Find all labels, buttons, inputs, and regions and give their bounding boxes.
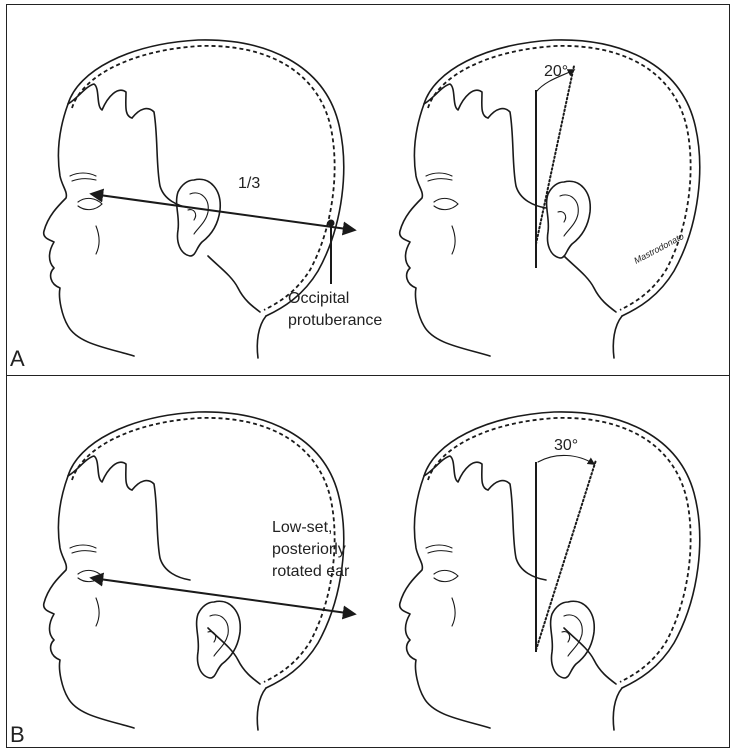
panel-b-right-head [400, 412, 700, 730]
panel-b-right-ear [551, 601, 595, 678]
landmark-label-line2: protuberance [288, 312, 382, 329]
panel-b-angle-label: 30° [554, 437, 578, 454]
ear-label-line1: Low-set, [272, 519, 332, 536]
panel-a-reference-line [92, 194, 354, 230]
panel-a-ear-axis [536, 66, 574, 244]
panel-a-right-ear [547, 181, 591, 258]
panel-a-letter: A [10, 346, 25, 371]
panel-a-left-ear [177, 179, 221, 256]
panel-b-left-ear [197, 601, 241, 678]
panel-b-ear-axis [536, 460, 596, 650]
panel-a-left-head [44, 40, 344, 358]
panel-b-angle-arc [538, 455, 594, 464]
landmark-label-line1: Occipital [288, 290, 349, 307]
ratio-label: 1/3 [238, 175, 260, 192]
panel-a-right-head [400, 40, 700, 358]
panel-b-letter: B [10, 722, 25, 747]
ear-label-line3: rotated ear [272, 563, 350, 580]
ear-label-line2: posteriorly [272, 541, 346, 558]
artist-signature: Mastrodonato [632, 231, 685, 266]
panel-a-angle-label: 20° [544, 63, 568, 80]
panel-b-reference-line [92, 578, 354, 614]
